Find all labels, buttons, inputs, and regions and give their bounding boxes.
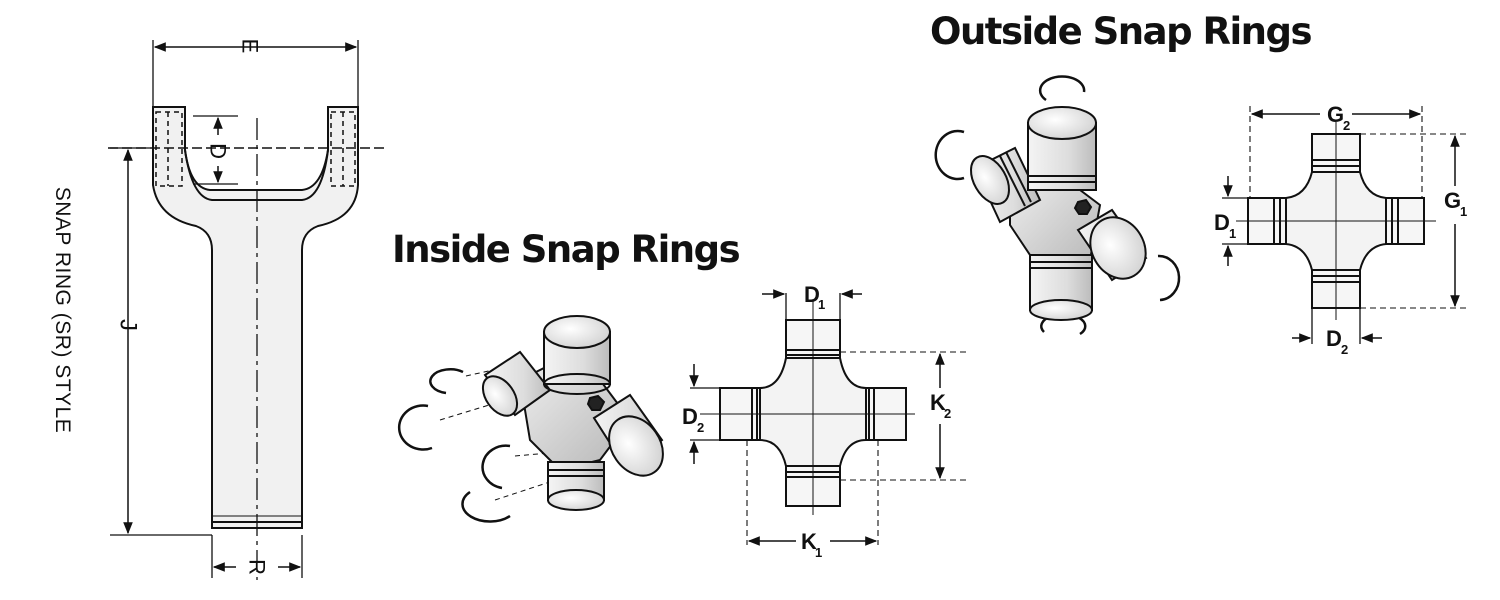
u-joint-plan-inside	[689, 289, 968, 546]
heading-outside-snap-rings: Outside Snap Rings	[930, 10, 1313, 53]
dim-d-label: D	[206, 143, 231, 159]
dim-outside-d1-sub: 1	[1229, 226, 1236, 241]
dim-inside-d1-sub: 1	[818, 297, 825, 312]
dim-outside-g2-letter: G	[1327, 102, 1344, 127]
dim-outside-g2-sub: 2	[1343, 118, 1350, 133]
dim-outside-d2-sub: 2	[1341, 342, 1348, 357]
dim-outside-d1-letter: D	[1214, 210, 1230, 235]
dim-inside-k1-letter: K	[801, 529, 817, 554]
dim-inside-k2-sub: 2	[944, 406, 951, 421]
dim-inside-k1-sub: 1	[815, 545, 822, 560]
slip-yoke-drawing	[108, 40, 385, 580]
dim-inside-k2-letter: K	[930, 390, 946, 415]
u-joint-plan-outside	[1222, 106, 1470, 344]
dim-outside-g1-sub: 1	[1460, 204, 1467, 219]
dim-e-label: E	[238, 39, 263, 54]
dim-outside-d2-letter: D	[1326, 326, 1342, 351]
dim-inside-d2-letter: D	[682, 404, 698, 429]
u-joint-iso-inside	[397, 315, 664, 523]
dim-outside-g1-letter: G	[1444, 188, 1461, 213]
dim-inside-d2-sub: 2	[697, 420, 704, 435]
dim-r-label: R	[245, 559, 270, 575]
dim-j-label: J	[115, 319, 142, 331]
snap-ring-icon	[397, 368, 511, 523]
heading-inside-snap-rings: Inside Snap Rings	[392, 228, 741, 271]
dim-inside-d1-letter: D	[804, 282, 820, 307]
u-joint-iso-outside	[934, 75, 1181, 336]
